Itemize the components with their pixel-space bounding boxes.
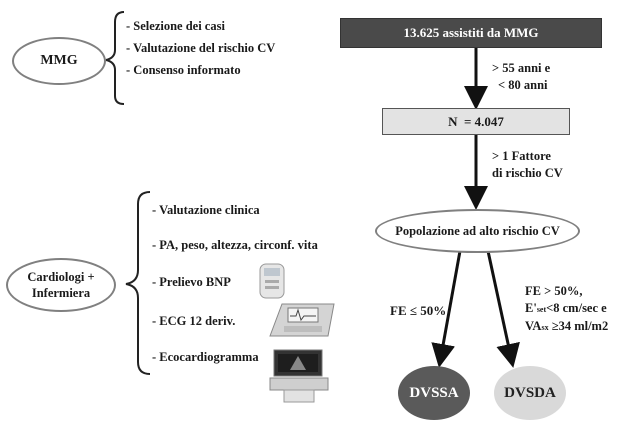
mmg-label: MMG <box>40 53 78 68</box>
high-risk-population-label: Popolazione ad alto rischio CV <box>395 223 560 238</box>
mmg-item-selection: Selezione dei casi <box>126 15 275 37</box>
mmg-brace <box>105 11 125 105</box>
dvssa-circle: DVSSA <box>398 366 470 420</box>
high-risk-population-ellipse: Popolazione ad alto rischio CV <box>375 209 580 253</box>
mmg-item-risk-assessment: Valutazione del rischio CV <box>126 37 275 59</box>
echocardiograph-icon <box>269 349 329 403</box>
arrow-population-to-dvssa <box>431 250 462 368</box>
mmg-ellipse: MMG <box>12 37 106 85</box>
sample-size-box: N = 4.047 <box>382 108 570 135</box>
dvsda-label: DVSDA <box>504 384 556 401</box>
branch-right-criteria: FE > 50%, E'set<8 cm/sec e VAsx ≥34 ml/m… <box>525 283 608 336</box>
age-criteria-line2: < 80 anni <box>498 78 548 92</box>
branch-left-label: FE ≤ 50% <box>390 303 447 318</box>
mmg-task-list: Selezione dei casi Valutazione del risch… <box>126 15 275 81</box>
branch-right-line2: E'set<8 cm/sec e <box>525 301 607 315</box>
ecg-machine-icon <box>269 303 335 337</box>
cardio-team-ellipse: Cardiologi + Infermiera <box>6 258 116 312</box>
risk-criteria-note: > 1 Fattore di rischio CV <box>492 148 563 182</box>
risk-criteria-line2: di rischio CV <box>492 166 563 180</box>
mmg-item-consent: Consenso informato <box>126 59 275 81</box>
bnp-device-icon <box>259 263 285 299</box>
branch-right-line1: FE > 50%, <box>525 284 583 298</box>
total-patients-label: 13.625 assistiti da MMG <box>403 25 539 40</box>
cardio-brace <box>125 191 151 375</box>
cardio-item-echo: - Ecocardiogramma <box>152 350 259 364</box>
cardio-label-line2: Infermiera <box>31 286 91 300</box>
cardio-label-line1: Cardiologi + <box>27 270 95 284</box>
cardio-item-bnp: - Prelievo BNP <box>152 275 231 289</box>
age-criteria-line1: > 55 anni e <box>492 61 551 75</box>
dvssa-label: DVSSA <box>409 384 459 401</box>
age-criteria-note: > 55 anni e < 80 anni <box>492 60 550 94</box>
sample-size-label: N = 4.047 <box>448 113 504 129</box>
cardio-item-ecg: - ECG 12 deriv. <box>152 314 236 328</box>
cardio-item-clinical: - Valutazione clinica <box>152 203 260 217</box>
branch-right-line3: VAsx ≥34 ml/m2 <box>525 319 609 333</box>
cardio-item-anthropometry: - PA, peso, altezza, circonf. vita <box>152 238 318 252</box>
arrow-population-to-dvsda <box>486 250 520 368</box>
risk-criteria-line1: > 1 Fattore <box>492 149 551 163</box>
total-patients-box: 13.625 assistiti da MMG <box>340 18 602 48</box>
dvsda-circle: DVSDA <box>494 366 566 420</box>
